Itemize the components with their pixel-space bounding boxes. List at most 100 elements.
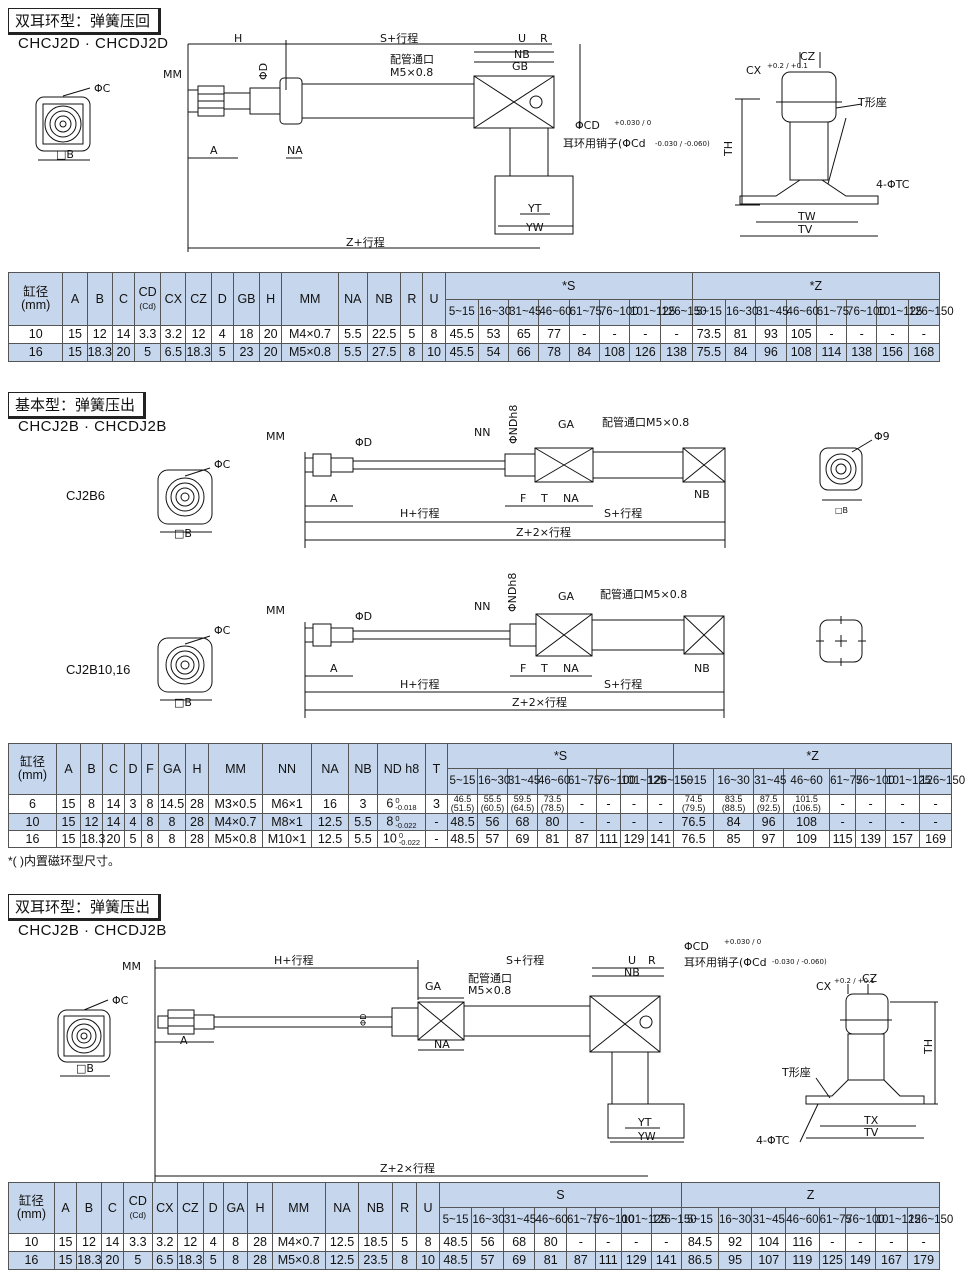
label-TX: TX bbox=[863, 1114, 879, 1127]
col-GB: GB bbox=[232, 272, 261, 326]
label-port: 配管通口 bbox=[390, 52, 434, 66]
stroke-s-cell: 141 bbox=[650, 1251, 683, 1270]
cylinder-side-view-cj2b10-16 bbox=[304, 613, 725, 718]
stroke-s-cell: 55.5 (60.5) bbox=[477, 794, 508, 814]
table-cell: 16 bbox=[8, 1251, 55, 1270]
table-cell: 5 bbox=[210, 343, 234, 362]
stroke-s-cell: - bbox=[566, 1233, 596, 1252]
table-cell: 6.5 bbox=[160, 343, 187, 362]
label-NB: NB bbox=[694, 488, 710, 501]
label-S-stroke: S+行程 bbox=[604, 678, 642, 691]
col-H: H bbox=[259, 272, 283, 326]
stroke-s-cell: 80 bbox=[537, 813, 568, 831]
table-cell: 6.5 bbox=[151, 1251, 179, 1270]
range: 126~150 bbox=[907, 299, 954, 326]
table-cell: 8 bbox=[141, 794, 159, 814]
label-T-seat: T形座 bbox=[857, 95, 887, 109]
rear-view-cj2b10-16 bbox=[816, 616, 866, 666]
label-B: □B bbox=[56, 148, 74, 161]
table-cell: 4 bbox=[124, 813, 142, 831]
table-cell: - bbox=[425, 813, 448, 831]
stroke-z-cell: 156 bbox=[876, 343, 909, 362]
col-NA: NA bbox=[311, 743, 349, 795]
section-title: 基本型：弹簧压出 bbox=[8, 392, 147, 419]
label-Z-2stroke: Z+2×行程 bbox=[516, 526, 571, 539]
label-phiC: ΦC bbox=[94, 82, 111, 95]
table-cell: 12 bbox=[185, 325, 212, 344]
label-MM: MM bbox=[266, 604, 285, 617]
table-cell: M5×0.8 bbox=[281, 343, 339, 362]
table-cell: 4 bbox=[202, 1233, 224, 1252]
range: 31~45 bbox=[507, 768, 540, 795]
table-cell: 5.5 bbox=[348, 813, 378, 831]
label-TC: 4-ΦTC bbox=[876, 178, 910, 191]
stroke-z-cell: 73.5 bbox=[691, 325, 727, 344]
table-cell: 10 bbox=[7, 325, 64, 344]
table-cell: 8 bbox=[400, 343, 424, 362]
range: 5~15 bbox=[681, 1207, 719, 1234]
nd-tolerance: 0-0.018 bbox=[395, 796, 416, 812]
col-MM: MM bbox=[208, 743, 263, 795]
range: 101~125 bbox=[629, 299, 675, 326]
stroke-s-cell: 87 bbox=[566, 1251, 596, 1270]
label-YW: YW bbox=[525, 221, 544, 234]
table-cell: 20 bbox=[111, 343, 136, 362]
col-NN: NN bbox=[262, 743, 312, 795]
col-Z: *Z bbox=[673, 743, 953, 769]
table-cell: 18.3 bbox=[76, 1251, 102, 1270]
stroke-z-cell: - bbox=[876, 325, 909, 344]
nd-value: 10 bbox=[382, 831, 397, 846]
stroke-z-cell: 138 bbox=[846, 343, 878, 362]
table-cell: 20 bbox=[259, 343, 283, 362]
stroke-z-cell: 167 bbox=[874, 1251, 909, 1270]
stroke-s-cell: 68 bbox=[502, 1233, 536, 1252]
label-S-stroke: S+行程 bbox=[380, 32, 418, 45]
table-cell: 8 bbox=[80, 794, 103, 814]
label-H-stroke: H+行程 bbox=[400, 678, 440, 691]
label-TW: TW bbox=[797, 210, 816, 223]
label-H: H bbox=[234, 32, 242, 45]
label-CZ: CZ bbox=[862, 972, 878, 985]
stroke-z-cell: 93 bbox=[755, 325, 787, 344]
col-bore: 缸径(mm) bbox=[8, 1182, 55, 1234]
stroke-z-cell: 84.5 bbox=[681, 1233, 719, 1252]
col-MM: MM bbox=[271, 1182, 326, 1234]
col-B: B bbox=[76, 1182, 102, 1234]
stroke-z-cell: 74.5 (79.5) bbox=[673, 794, 715, 814]
label-phi9: Φ9 bbox=[874, 430, 890, 443]
label-pin-tol: -0.030 / -0.060) bbox=[655, 140, 710, 148]
table-cell: 27.5 bbox=[366, 343, 402, 362]
table-cell: 3.2 bbox=[160, 325, 187, 344]
stroke-s-cell: 66 bbox=[508, 343, 540, 362]
table-cell: 8 bbox=[222, 1251, 249, 1270]
table-cell: 5 bbox=[124, 830, 142, 848]
cylinder-side-view bbox=[154, 960, 685, 1182]
col-B: B bbox=[80, 743, 103, 795]
table-cell: 20 bbox=[259, 325, 283, 344]
table-cell: 14.5 bbox=[158, 794, 186, 814]
stroke-s-cell: 48.5 bbox=[438, 1233, 473, 1252]
footnote: *( )内置磁环型尺寸。 bbox=[8, 854, 120, 868]
label-R: R bbox=[648, 954, 656, 967]
range: 46~60 bbox=[785, 299, 819, 326]
label-NA: NA bbox=[563, 492, 579, 505]
stroke-z-cell: 109 bbox=[783, 830, 831, 848]
stroke-s-cell: 73.5 (78.5) bbox=[537, 794, 568, 814]
table-cell: 18.3 bbox=[80, 830, 106, 848]
table-cell: 16 bbox=[311, 794, 349, 814]
table-cell: 3 bbox=[425, 794, 448, 814]
stroke-s-cell: 45.5 bbox=[444, 325, 479, 344]
label-TC: 4-ΦTC bbox=[756, 1134, 790, 1147]
stroke-z-cell: 96 bbox=[753, 813, 785, 831]
table-cell: 15 bbox=[56, 794, 81, 814]
label-NDh8: ΦNDh8 bbox=[506, 573, 519, 612]
tol-upper: 0 bbox=[398, 831, 403, 840]
label-YW: YW bbox=[637, 1130, 656, 1143]
table-cell: M4×0.7 bbox=[271, 1233, 326, 1252]
tol-upper: 0 bbox=[395, 796, 400, 805]
range: 16~30 bbox=[725, 299, 758, 326]
stroke-s-cell: 77 bbox=[538, 325, 570, 344]
